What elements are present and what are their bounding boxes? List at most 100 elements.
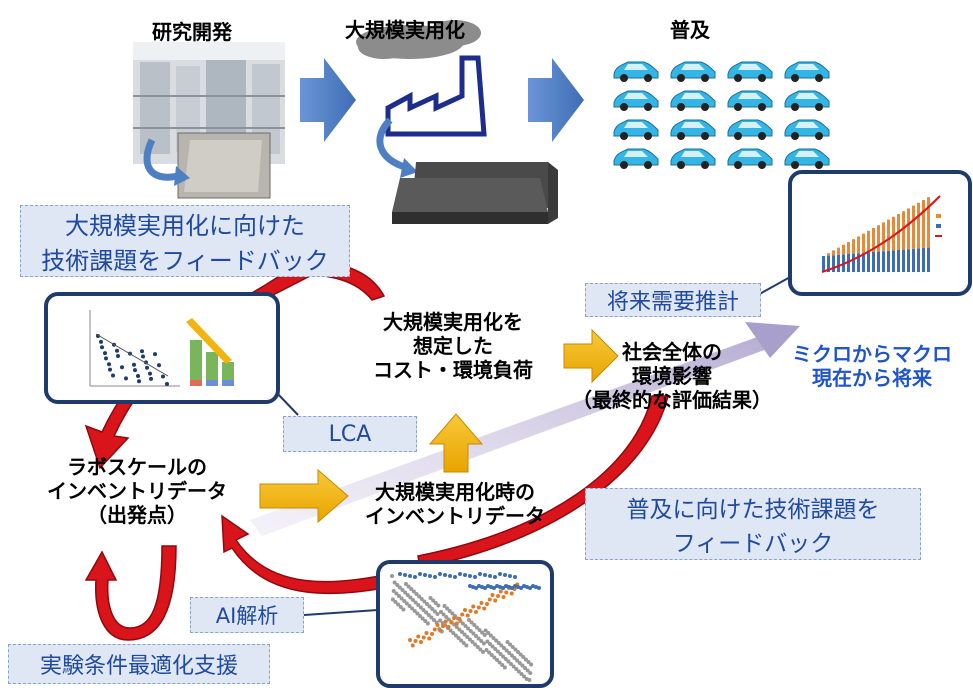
ai-point-gray [436,603,441,608]
demand-bar-base [917,248,920,272]
ai-point-orange [454,621,459,626]
car-icon [670,119,716,140]
material-block-photo [392,162,558,224]
yellow-arrow-right [259,468,349,524]
ai-point-gray [415,611,420,616]
ai-point-gray [519,672,524,676]
ai-point-orange [416,634,421,639]
demand-bar-top [862,233,865,253]
micro-macro-label: ミクロからマクロ 現在から将来 [772,342,972,390]
ai-point-blue [488,574,492,578]
ai-point-orange [413,639,418,643]
demand-bar-base [857,253,860,272]
demand-bar-top [852,239,855,254]
ai-point-gray [525,668,530,673]
demand-bar-top [842,244,845,255]
demand-bar-base [907,249,910,272]
scatter-point [100,345,104,350]
ai-point-gray [487,650,492,655]
ai-point-gray [402,599,407,603]
ai-point-gray [486,631,491,635]
ai-point-blue [403,573,407,577]
ai-point-gray [430,607,435,611]
scatter-point [120,365,124,370]
ai-point-gray [508,642,513,647]
scatter-point [153,352,157,357]
ai-point-gray [397,594,401,598]
ai-point-gray [488,642,492,646]
ai-point-gray [468,629,473,633]
ai-point-orange [501,595,506,599]
ai-point-gray [477,628,482,632]
ai-point-gray [509,662,513,666]
ai-point-orange [463,608,467,612]
ai-point-blue [418,572,422,576]
demand-bar-top [867,230,870,253]
ai-point-gray [496,641,501,645]
ai-point-gray [418,614,422,618]
ai-point-gray [509,653,514,658]
ai-point-gray [418,605,423,610]
demand-bar-base [827,255,830,272]
material-sheet-photo [177,132,271,199]
ai-point-gray [445,606,450,611]
ai-point-gray [420,616,425,621]
car-icon [670,61,716,82]
yellow-arrow-society [563,328,619,384]
scatter-point [149,376,153,381]
stage-research-label: 研究開発 [152,20,232,44]
red-arrow-left-loop [84,545,177,641]
scale-inventory-line1: 大規模実用化時の [375,480,535,504]
ai-point-orange [432,627,437,632]
demand-bar-base [852,253,855,272]
ai-point-gray [411,589,416,594]
ai-point-gray [406,584,411,589]
ai-point-gray [462,632,467,637]
ai-point-blue [508,574,512,578]
ai-scatter-panel [376,560,554,688]
ai-point-blue [498,572,502,576]
scatter-point [103,351,107,356]
ai-point-gray [526,660,531,664]
scatter-point [116,354,120,358]
ai-scatter-points [390,572,541,682]
ai-point-gray [503,657,508,661]
ai-point-blue [483,586,487,590]
ai-point-gray [440,621,445,625]
society-node: 社会全体の 環境影響 （最終的な評価結果） [570,340,774,412]
scatter-point [145,365,149,370]
future-demand-box: 将来需要推計 [585,283,761,317]
ai-point-gray [460,630,464,634]
ai-point-gray [472,623,477,627]
ai-point-blue [468,574,472,578]
ai-point-gray [465,635,470,639]
cost-env-line2: 想定した [413,334,493,358]
ai-point-orange [485,602,489,606]
ai-point-blue [428,574,432,578]
scale-inventory-line2: インベントリデータ [365,504,545,528]
ai-point-gray [464,643,469,648]
ai-point-gray [409,587,414,591]
ai-point-orange [509,591,514,596]
ai-point-gray [391,589,396,593]
ai-point-gray [448,628,453,633]
factory-to-block-arrow [376,117,410,172]
ai-point-gray [494,638,499,643]
ai-point-gray [431,598,436,603]
society-line3: （最終的な評価結果） [572,388,772,412]
car-icon [613,119,659,140]
ai-point-blue [478,572,482,576]
future-demand-chart [788,170,972,296]
ai-point-gray [517,661,522,665]
ai-point-gray [491,636,496,640]
car-icon [784,61,830,82]
car-icon [727,148,773,169]
scatter-point [133,368,137,373]
ai-point-gray [439,610,443,614]
ai-point-orange [430,632,434,636]
ai-connector [303,609,379,616]
ai-point-blue [438,572,442,576]
ai-point-gray [497,660,502,665]
demand-bar-base [902,249,905,272]
